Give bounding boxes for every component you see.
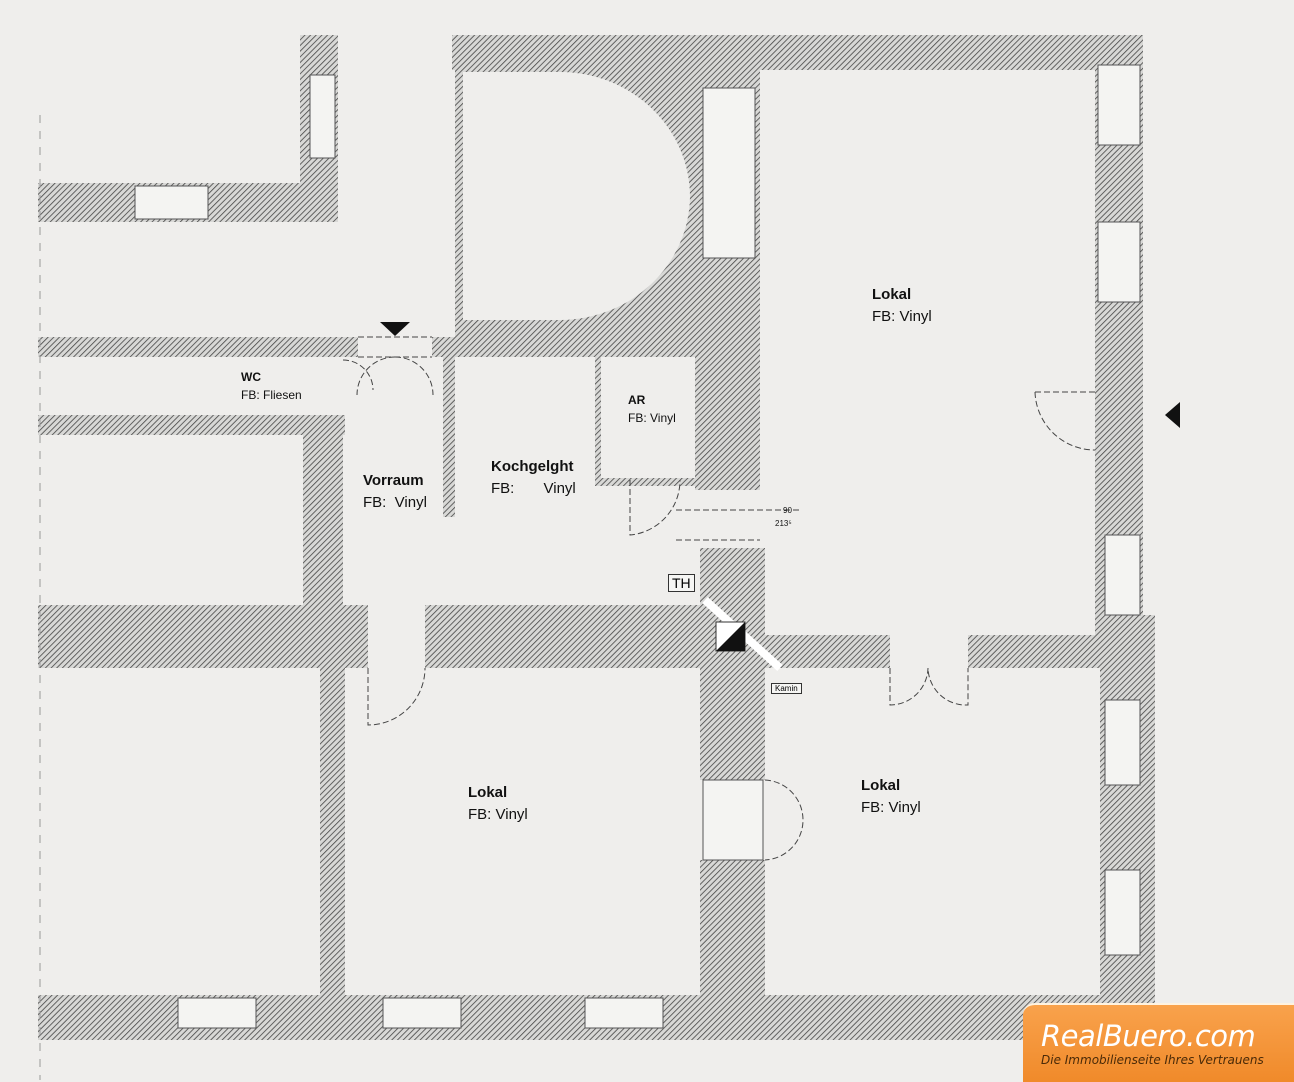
dimension-height: 213⁵	[775, 519, 792, 528]
chimney	[702, 597, 783, 671]
logo-brand: RealBuero.com	[1041, 1019, 1256, 1053]
th-marker: TH	[668, 574, 695, 592]
doors	[342, 336, 1096, 861]
realbuero-logo: RealBuero.com Die Immobilienseite Ihres …	[1023, 1003, 1294, 1082]
rooms-fill	[463, 72, 690, 320]
entrance-arrow-right	[1165, 402, 1180, 428]
entrance-arrow-top	[380, 322, 410, 336]
dimension-width: 90	[783, 506, 792, 515]
kamin-label: Kamin	[771, 683, 802, 694]
logo-tagline: Die Immobilienseite Ihres Vertrauens	[1041, 1053, 1264, 1067]
windows	[134, 64, 1141, 1029]
